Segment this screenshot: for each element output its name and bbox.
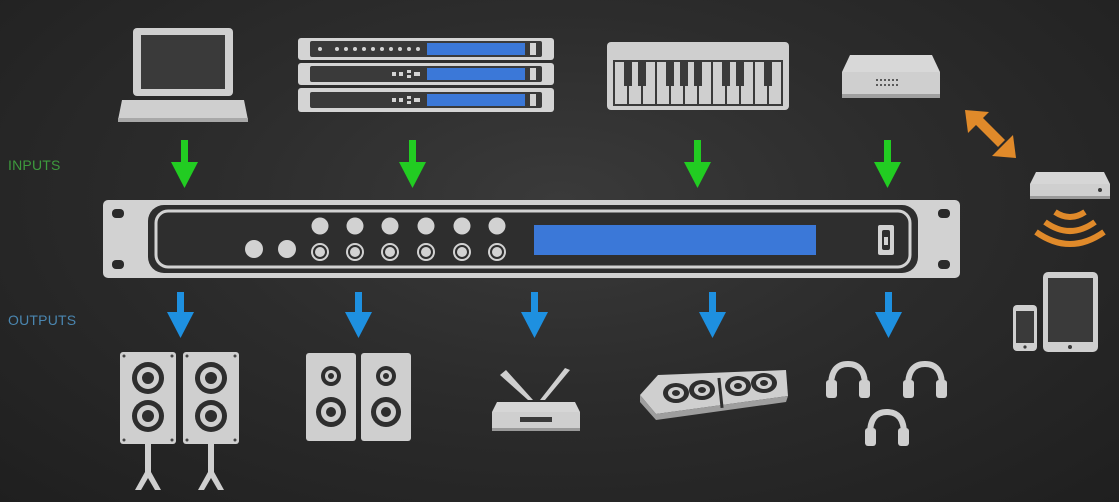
output-arrow-icon xyxy=(167,292,194,338)
outputs-label: OUTPUTS xyxy=(8,312,77,328)
network-switch-icon xyxy=(842,55,940,98)
input-arrow-icon xyxy=(171,140,198,188)
bookshelf-speakers-icon xyxy=(306,353,411,441)
wifi-router-icon xyxy=(1030,172,1110,199)
input-arrows xyxy=(171,140,901,188)
input-arrow-icon xyxy=(399,140,426,188)
input-arrow-icon xyxy=(684,140,711,188)
output-arrow-icon xyxy=(521,292,548,338)
rack-units-icon xyxy=(298,38,554,112)
output-arrow-icon xyxy=(699,292,726,338)
output-arrow-icon xyxy=(345,292,372,338)
output-arrow-icon xyxy=(875,292,902,338)
output-arrows xyxy=(167,292,902,338)
laptop-icon xyxy=(118,28,248,122)
wifi-signal-icon xyxy=(1034,209,1106,247)
tablet-icon xyxy=(1043,272,1098,352)
inputs-label: INPUTS xyxy=(8,157,61,173)
recorder-icon xyxy=(492,368,580,431)
midi-keyboard-icon xyxy=(607,42,789,110)
floor-speakers-icon xyxy=(120,352,239,490)
input-arrow-icon xyxy=(874,140,901,188)
central-processor-icon xyxy=(103,200,960,278)
headphones-icon xyxy=(826,360,947,446)
bidirectional-arrow-icon xyxy=(965,110,1016,158)
phone-icon xyxy=(1013,305,1037,351)
stage-monitors-icon xyxy=(640,370,788,420)
